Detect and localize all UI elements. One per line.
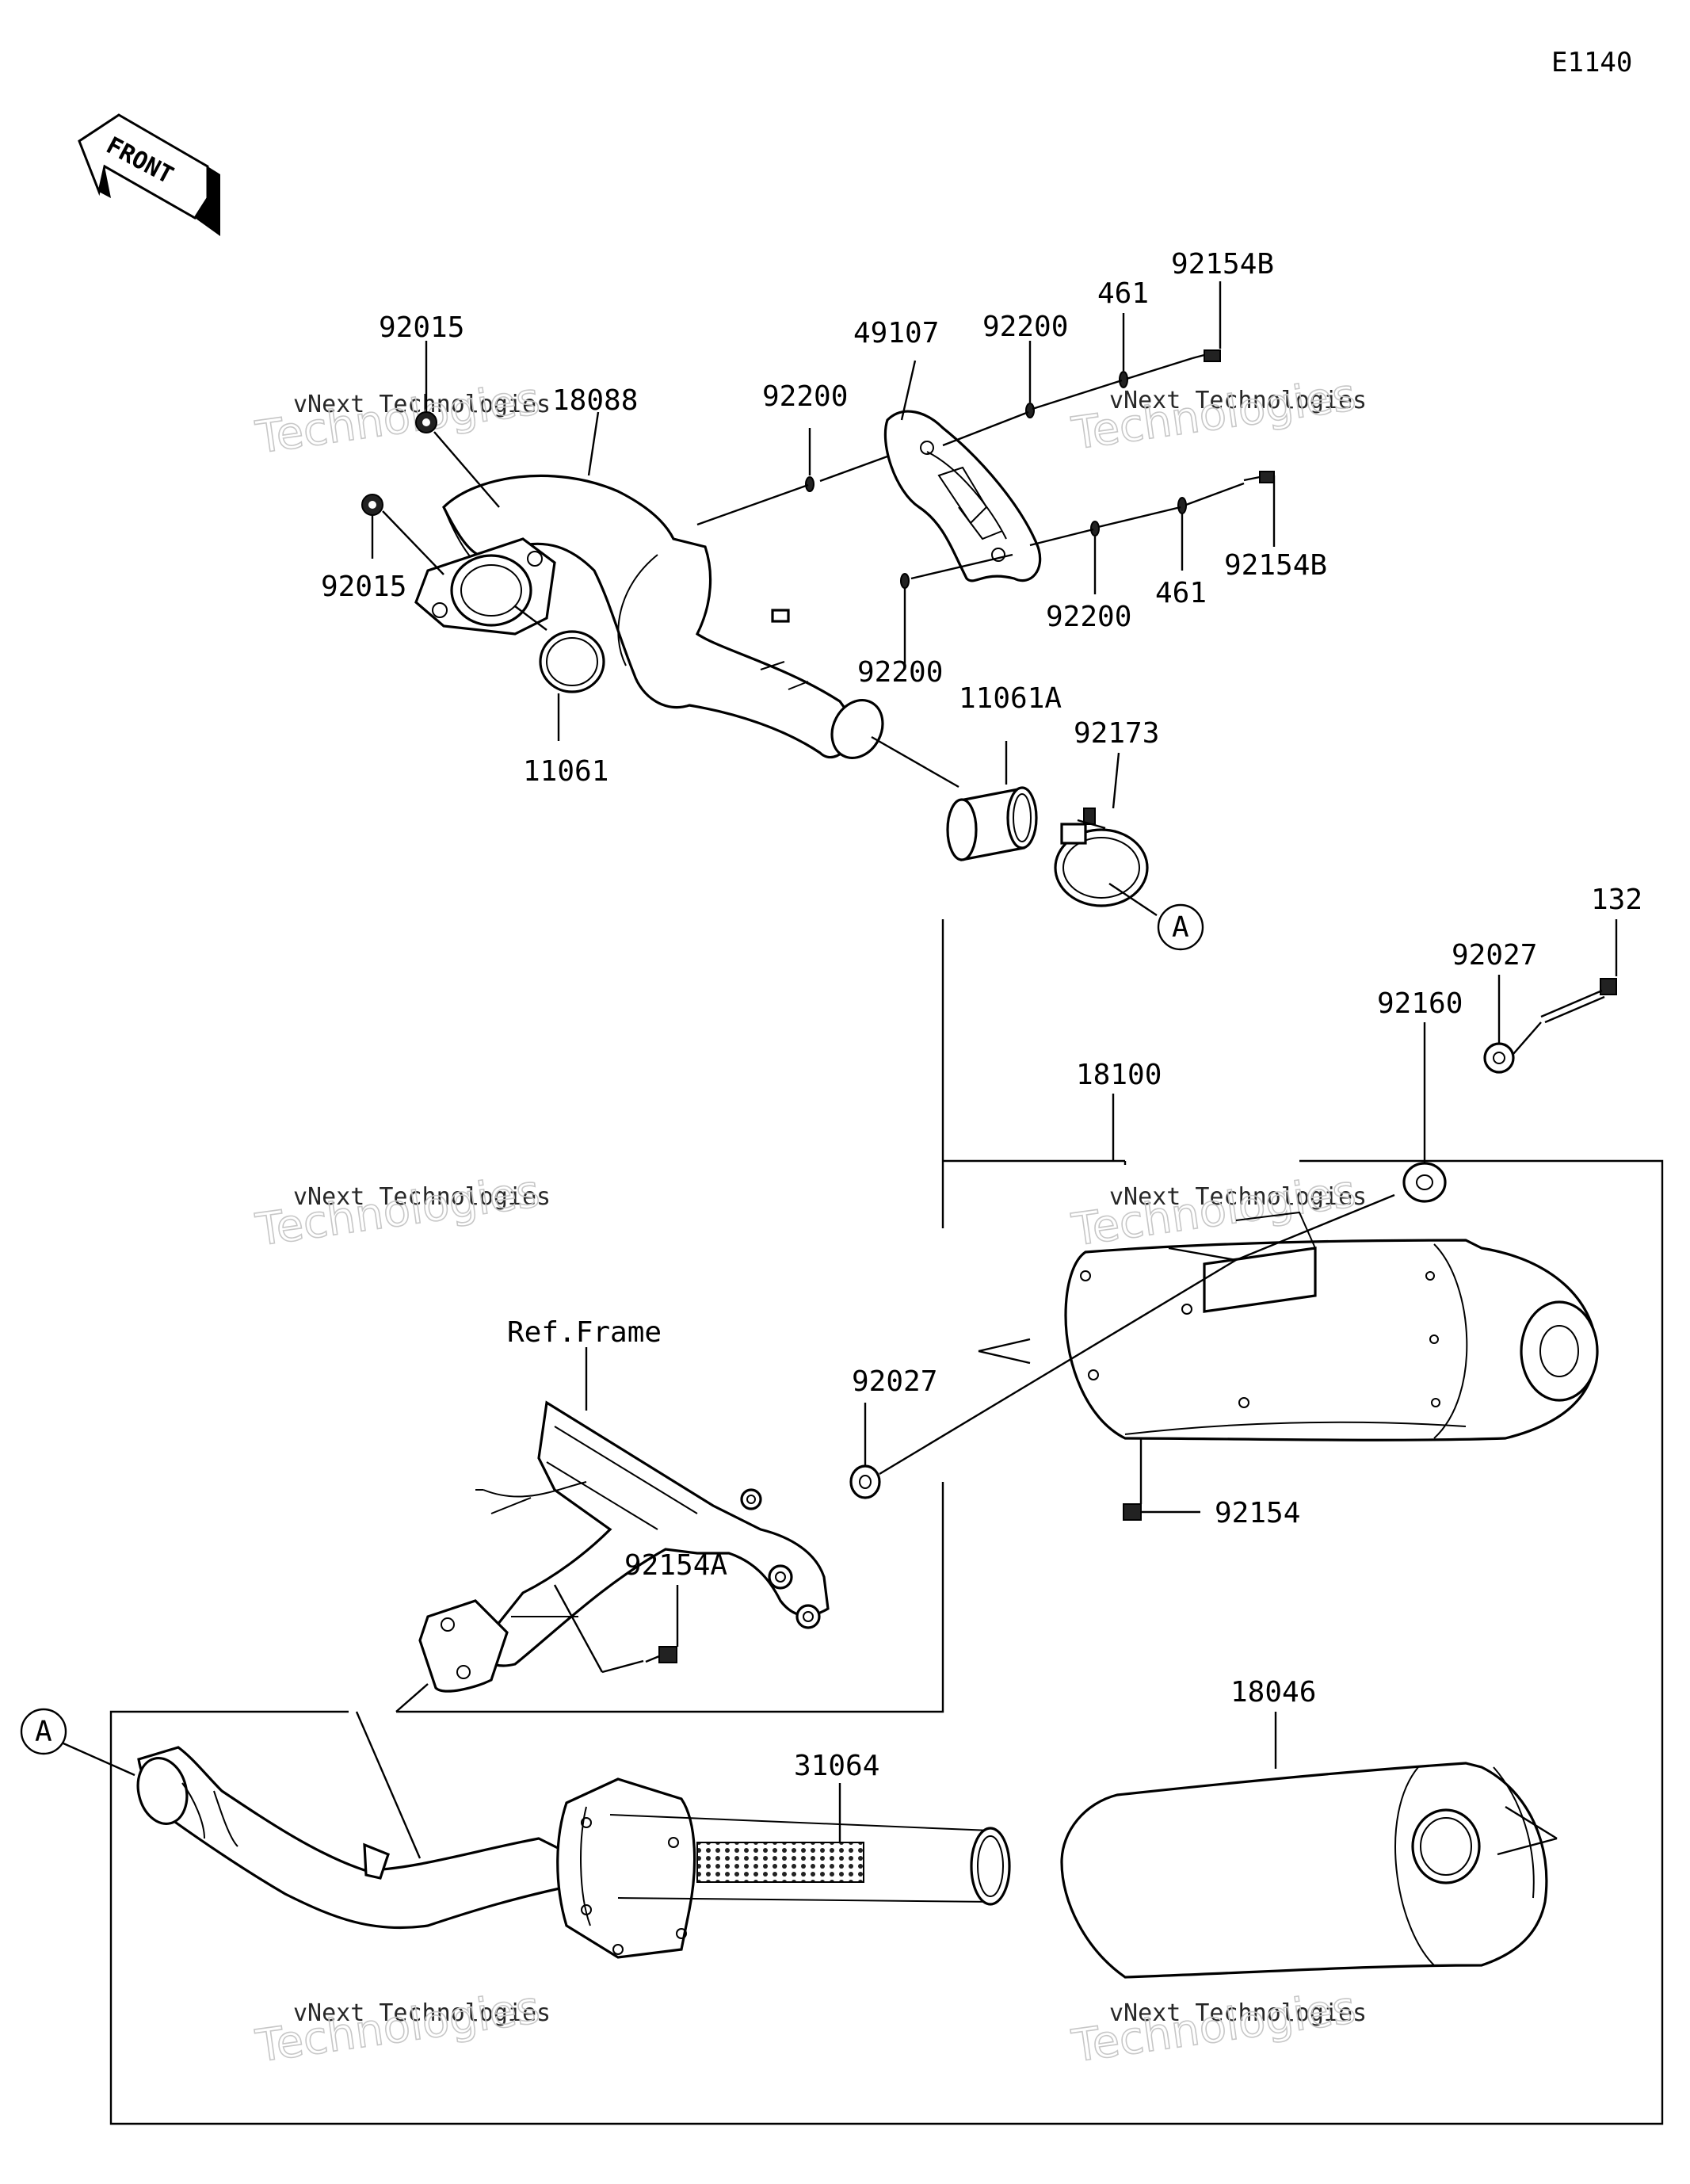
part-label: 92160 xyxy=(1377,987,1463,1020)
exhaust-header-pipe xyxy=(442,474,884,759)
ref-marker-a-bottom: A xyxy=(20,1708,67,1755)
svg-text:Technologies: Technologies xyxy=(253,373,543,464)
svg-text:vNext Technologies: vNext Technologies xyxy=(1109,1999,1367,2027)
grommet-92160 xyxy=(1402,1162,1447,1203)
part-label: 18046 xyxy=(1230,1676,1316,1709)
part-label: 92200 xyxy=(857,656,943,689)
part-label: 92154B xyxy=(1171,248,1274,281)
svg-text:Technologies: Technologies xyxy=(253,1166,543,1257)
part-label: 18100 xyxy=(1076,1059,1162,1091)
washer-92200-d xyxy=(900,573,910,589)
svg-text:A: A xyxy=(35,1716,52,1748)
front-arrow-icon: FRONT xyxy=(78,113,220,236)
leader-lines-mid xyxy=(553,919,1618,1674)
part-label: 92173 xyxy=(1074,717,1159,750)
nut-92015-left xyxy=(361,494,383,516)
part-label: 461 xyxy=(1097,277,1149,310)
gasket-11061 xyxy=(539,630,605,693)
part-label: 92200 xyxy=(762,380,848,413)
svg-text:Technologies: Technologies xyxy=(253,1982,543,2073)
bolt-132 xyxy=(1540,978,1617,1024)
part-label: 92154B xyxy=(1224,549,1327,582)
heat-guard-49107 xyxy=(883,410,1042,582)
muffler-body xyxy=(1064,1211,1599,1441)
svg-text:Technologies: Technologies xyxy=(1069,1982,1359,2073)
leader-lines-low xyxy=(63,1683,1277,1859)
part-label: 92154A xyxy=(624,1549,727,1582)
assembly-box-18100 xyxy=(109,919,1664,2125)
washer-92027-mid xyxy=(849,1464,881,1499)
part-label: 132 xyxy=(1591,884,1642,916)
part-label: 11061A xyxy=(959,682,1062,715)
ref-marker-a-top: A xyxy=(1157,903,1204,951)
inner-pipe-31064 xyxy=(136,1746,1011,1959)
part-label: 92200 xyxy=(1046,601,1131,633)
gasket-11061A xyxy=(946,786,1038,861)
svg-text:vNext Technologies: vNext Technologies xyxy=(293,1183,551,1211)
part-label: 92015 xyxy=(379,311,464,344)
part-label: 49107 xyxy=(853,317,939,349)
ref-frame-label: Ref.Frame xyxy=(507,1316,662,1349)
bolt-92154B-b xyxy=(1243,471,1275,483)
part-labels: 92015 18088 92015 11061 92200 49107 9220… xyxy=(321,248,1642,1782)
svg-text:vNext Technologies: vNext Technologies xyxy=(1109,1183,1367,1211)
clamp-92173 xyxy=(1054,808,1149,907)
nut-92015-top xyxy=(415,411,437,433)
washer-92027-top xyxy=(1483,1042,1515,1074)
svg-text:A: A xyxy=(1172,911,1189,944)
washer-92200-b xyxy=(1025,403,1035,418)
svg-text:vNext Technologies: vNext Technologies xyxy=(293,1999,551,2027)
svg-text:vNext Technologies: vNext Technologies xyxy=(1109,387,1367,414)
washer-92200-c xyxy=(1090,521,1100,536)
part-label: 18088 xyxy=(552,384,638,417)
part-label: 92200 xyxy=(982,311,1068,343)
washer-461-b xyxy=(1177,497,1187,514)
part-label: 11061 xyxy=(523,755,608,788)
silencer-shell-18046 xyxy=(1060,1762,1558,1979)
leader-lines-top xyxy=(371,281,1276,916)
part-label: 92027 xyxy=(852,1365,937,1398)
washer-461-a xyxy=(1119,371,1128,388)
bolt-92154 xyxy=(1123,1503,1142,1521)
part-label: 31064 xyxy=(794,1750,879,1782)
frame-bracket xyxy=(418,1400,830,1693)
part-label: 92015 xyxy=(321,571,406,603)
part-label: 92027 xyxy=(1452,939,1537,972)
bolt-92154A xyxy=(645,1646,677,1663)
part-label: 461 xyxy=(1155,577,1207,609)
bolt-92154B-a xyxy=(1192,349,1221,362)
washer-92200-a xyxy=(805,476,814,492)
diagram-code: E1140 xyxy=(1551,47,1632,78)
part-label: 92154 xyxy=(1215,1497,1300,1529)
